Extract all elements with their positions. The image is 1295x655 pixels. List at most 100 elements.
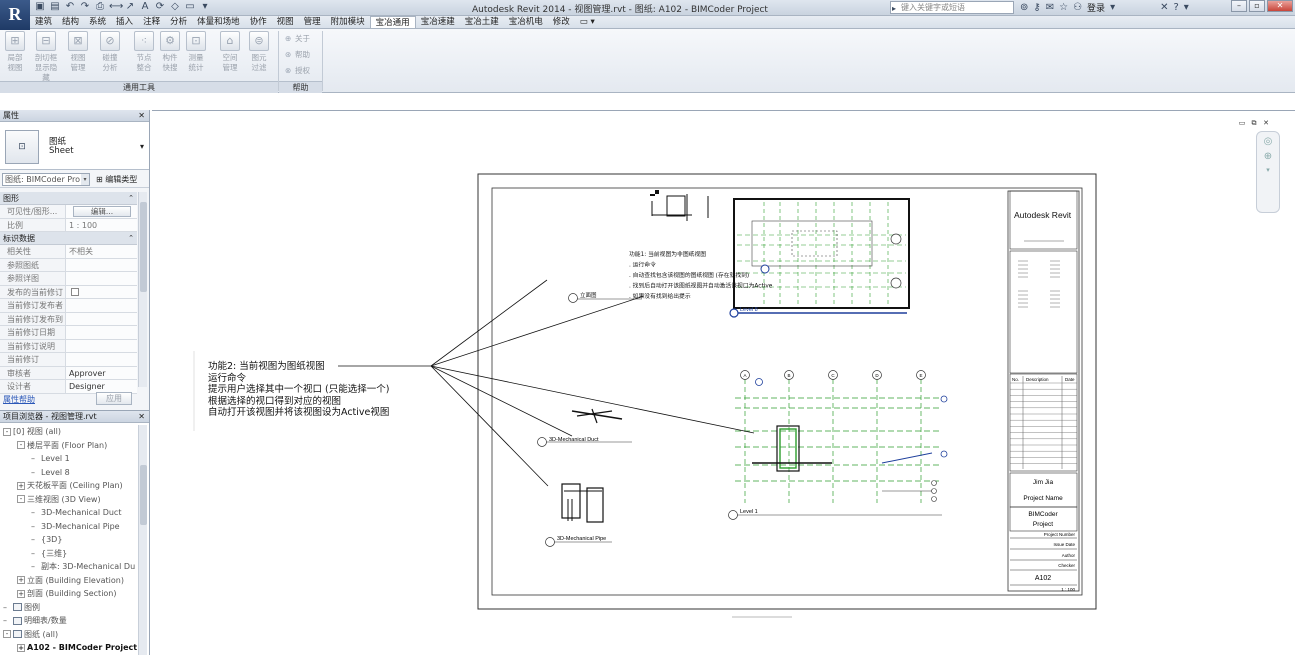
property-row[interactable]: 当前修订发布到 xyxy=(0,312,137,326)
dropdown-icon[interactable]: ▾ xyxy=(202,1,208,12)
key-icon[interactable]: ⚷ xyxy=(1033,2,1041,13)
tab-11[interactable]: 宝冶通用 xyxy=(369,16,416,28)
ribbon-tool-0[interactable]: ⊞局部视图 xyxy=(2,31,28,73)
ribbon-tool-8[interactable]: ⊜图元过滤 xyxy=(246,31,272,73)
nav-dropdown-icon[interactable]: ▾ xyxy=(1266,166,1270,174)
text-icon[interactable]: A xyxy=(141,1,149,12)
property-row[interactable]: 参照详图 xyxy=(0,272,137,286)
expand-icon[interactable]: + xyxy=(17,643,25,652)
property-value[interactable] xyxy=(66,299,137,312)
browser-node[interactable]: +天花板平面 (Ceiling Plan) xyxy=(0,479,138,493)
property-row[interactable]: 可见性/图形...编辑... xyxy=(0,205,137,219)
tab-8[interactable]: 视图 xyxy=(276,17,294,27)
sync-icon[interactable]: ⟳ xyxy=(155,1,165,12)
property-value[interactable]: Designer xyxy=(66,380,137,393)
expand-icon[interactable]: + xyxy=(17,589,25,598)
type-selector[interactable]: ⊡ 图纸 Sheet ▾ xyxy=(0,122,149,170)
browser-node[interactable]: -图纸 (all) xyxy=(0,628,138,642)
maximize-button[interactable]: ▫ xyxy=(1249,0,1265,12)
property-value[interactable] xyxy=(66,353,137,366)
property-value[interactable] xyxy=(66,272,137,285)
browser-node[interactable]: +剖面 (Building Section) xyxy=(0,587,138,601)
property-value[interactable]: 不相关 xyxy=(66,245,137,258)
binoculars-icon[interactable]: ⊚ xyxy=(1020,2,1029,13)
close-icon[interactable]: ✕ xyxy=(138,111,145,120)
collapse-icon[interactable]: - xyxy=(17,441,25,449)
viewport-3d-duct[interactable]: 3D-Mechanical Duct xyxy=(537,408,633,447)
ribbon-tool-7[interactable]: ⌂空间管理 xyxy=(217,31,243,73)
browser-node[interactable]: –3D-Mechanical Duct xyxy=(0,506,138,520)
browser-node[interactable]: -[0] 视图 (all) xyxy=(0,425,138,439)
dimension-icon[interactable]: ↗ xyxy=(125,1,135,12)
tab-13[interactable]: 宝冶土建 xyxy=(464,17,499,27)
zoom-icon[interactable]: ⊕ xyxy=(1263,151,1273,162)
view-minimize-button[interactable]: ▭ xyxy=(1238,119,1246,127)
tab-12[interactable]: 宝冶速建 xyxy=(420,17,455,27)
browser-scrollbar[interactable] xyxy=(138,425,147,655)
tab-6[interactable]: 体量和场地 xyxy=(197,17,240,27)
annotation-text[interactable]: 功能2: 当前视图为图纸视图运行命令提示用户选择其中一个视口 (只能选择一个)根… xyxy=(208,361,389,419)
tab-15[interactable]: 修改 xyxy=(552,17,570,27)
print-icon[interactable]: ⎙ xyxy=(96,1,104,12)
edit-visibility-button[interactable]: 编辑... xyxy=(73,206,131,217)
browser-node[interactable]: –3D-Mechanical Pipe xyxy=(0,520,138,534)
steering-wheel-icon[interactable]: ◎ xyxy=(1263,136,1273,147)
property-row[interactable]: 相关性不相关 xyxy=(0,245,137,259)
user-icon[interactable]: ⚇ xyxy=(1073,2,1083,13)
property-value[interactable] xyxy=(66,312,137,325)
help-dropdown-icon[interactable]: ▾ xyxy=(1183,2,1189,13)
collapse-icon[interactable]: - xyxy=(3,630,11,638)
open-icon[interactable]: ▣ xyxy=(35,1,45,12)
browser-node[interactable]: –Level 8 xyxy=(0,466,138,480)
ribbon-tool-5[interactable]: ⚙构件快搜 xyxy=(157,31,183,73)
exchange-icon[interactable]: ✕ xyxy=(1160,2,1169,13)
scroll-thumb[interactable] xyxy=(140,465,147,525)
browser-node[interactable]: –{3D} xyxy=(0,533,138,547)
viewport-frame[interactable] xyxy=(733,198,910,309)
browser-node[interactable]: –{三维} xyxy=(0,547,138,561)
properties-help-link[interactable]: 属性帮助 xyxy=(3,395,35,404)
view-close-button[interactable]: ✕ xyxy=(1263,119,1269,127)
ribbon-tool-3[interactable]: ⊘碰撞分析 xyxy=(97,31,123,73)
help-icon[interactable]: ? xyxy=(1173,2,1179,13)
property-row[interactable]: 当前修订发布者 xyxy=(0,299,137,313)
section-icon[interactable]: ◇ xyxy=(171,1,179,12)
close-button[interactable]: ✕ xyxy=(1267,0,1293,12)
scroll-thumb[interactable] xyxy=(140,202,147,292)
checkbox[interactable] xyxy=(71,287,79,296)
expand-icon[interactable]: + xyxy=(17,481,25,490)
browser-node[interactable]: –副本: 3D-Mechanical Du xyxy=(0,560,138,574)
property-value[interactable] xyxy=(66,339,137,352)
property-value[interactable] xyxy=(66,258,137,271)
tab-10[interactable]: 附加模块 xyxy=(330,17,365,27)
tab-9[interactable]: 管理 xyxy=(303,17,321,27)
tab-5[interactable]: 分析 xyxy=(170,17,188,27)
tab-14[interactable]: 宝冶机电 xyxy=(508,17,543,27)
redo-icon[interactable]: ↷ xyxy=(80,1,90,12)
license-button[interactable]: ⊗授权 xyxy=(285,65,310,76)
browser-node[interactable]: –Level 1 xyxy=(0,452,138,466)
close-views-icon[interactable]: ▭ xyxy=(185,1,195,12)
apply-button[interactable]: 应用 xyxy=(96,392,132,405)
canvas-scrollbar[interactable] xyxy=(1287,111,1295,655)
expand-icon[interactable]: + xyxy=(17,576,25,584)
tab-overflow-icon[interactable]: ▭ ▾ xyxy=(579,17,595,27)
ribbon-tool-2[interactable]: ⊠视图管理 xyxy=(65,31,91,73)
login-link[interactable]: 登录 xyxy=(1087,4,1106,14)
ribbon-tool-4[interactable]: ⁖节点整合 xyxy=(131,31,157,73)
property-row[interactable]: 参照图纸 xyxy=(0,258,137,272)
drawing-area[interactable]: ▭ ⧉ ✕ ◎ ⊕ ▾ Autodesk Revit No. xyxy=(152,110,1295,655)
tab-2[interactable]: 系统 xyxy=(89,17,107,27)
properties-scrollbar[interactable] xyxy=(138,192,147,387)
browser-node[interactable]: -楼层平面 (Floor Plan) xyxy=(0,439,138,453)
undo-icon[interactable]: ↶ xyxy=(65,1,75,12)
property-value[interactable]: 1 : 100 xyxy=(66,218,137,231)
collapse-icon[interactable]: - xyxy=(3,427,11,436)
group-identity[interactable]: 标识数据⌃ xyxy=(0,232,137,245)
application-menu-button[interactable]: R xyxy=(0,0,30,30)
browser-node[interactable]: –明细表/数量 xyxy=(0,614,138,628)
browser-node[interactable]: +立面 (Building Elevation) xyxy=(0,574,138,588)
